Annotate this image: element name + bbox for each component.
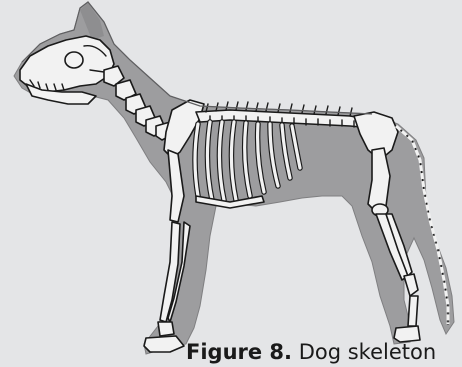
figure-caption: Figure 8. Dog skeleton: [186, 337, 462, 367]
figure-caption-text: Dog skeleton: [292, 340, 436, 364]
figure-caption-label: Figure 8.: [186, 340, 292, 364]
